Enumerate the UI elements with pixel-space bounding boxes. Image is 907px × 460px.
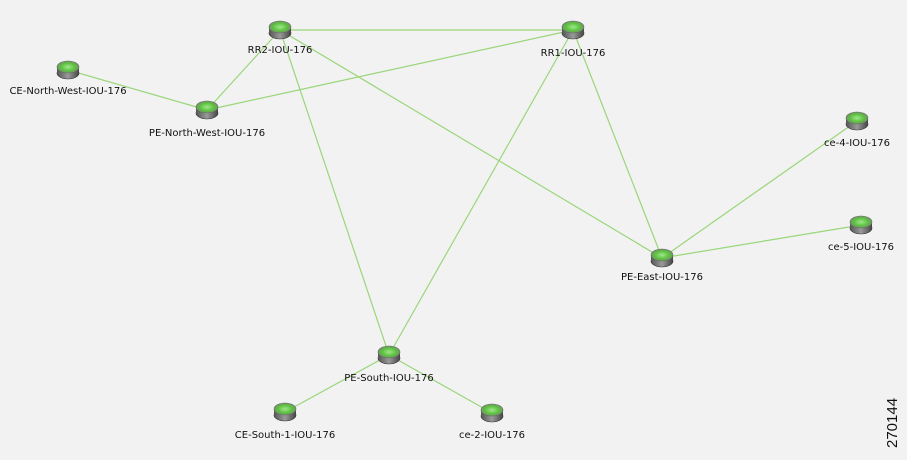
link-pe_east-ce5[interactable] (661, 224, 862, 259)
node-label: CE-South-1-IOU-176 (234, 430, 336, 441)
node-label: PE-South-IOU-176 (344, 373, 434, 384)
router-icon[interactable] (195, 100, 219, 120)
link-rr2-pe_south[interactable] (279, 29, 390, 356)
router-icon[interactable] (377, 345, 401, 365)
router-icon[interactable] (561, 20, 585, 40)
router-icon[interactable] (650, 248, 674, 268)
figure-number: 270144 (884, 397, 901, 448)
link-rr1-pe_nw[interactable] (206, 29, 574, 111)
link-rr2-pe_east[interactable] (279, 29, 663, 259)
node-label: RR2-IOU-176 (247, 45, 313, 56)
node-label: PE-East-IOU-176 (621, 272, 703, 283)
link-ce_nw-pe_nw[interactable] (67, 69, 208, 111)
link-rr1-pe_east[interactable] (572, 29, 663, 259)
link-pe_east-ce4[interactable] (661, 120, 858, 259)
node-label: ce-4-IOU-176 (823, 138, 891, 149)
router-icon[interactable] (849, 215, 873, 235)
router-icon[interactable] (845, 111, 869, 131)
link-pe_south-ce_s1[interactable] (284, 354, 390, 413)
link-rr2-pe_nw[interactable] (206, 29, 281, 111)
node-label: ce-2-IOU-176 (458, 430, 526, 441)
node-label: CE-North-West-IOU-176 (9, 86, 127, 97)
router-icon[interactable] (268, 20, 292, 40)
node-label: RR1-IOU-176 (540, 48, 606, 59)
node-label: PE-North-West-IOU-176 (148, 128, 266, 139)
router-icon[interactable] (56, 60, 80, 80)
router-icon[interactable] (273, 402, 297, 422)
link-rr1-pe_south[interactable] (388, 29, 574, 356)
node-label: ce-5-IOU-176 (827, 242, 895, 253)
router-icon[interactable] (480, 403, 504, 423)
link-pe_south-ce2[interactable] (388, 354, 493, 414)
